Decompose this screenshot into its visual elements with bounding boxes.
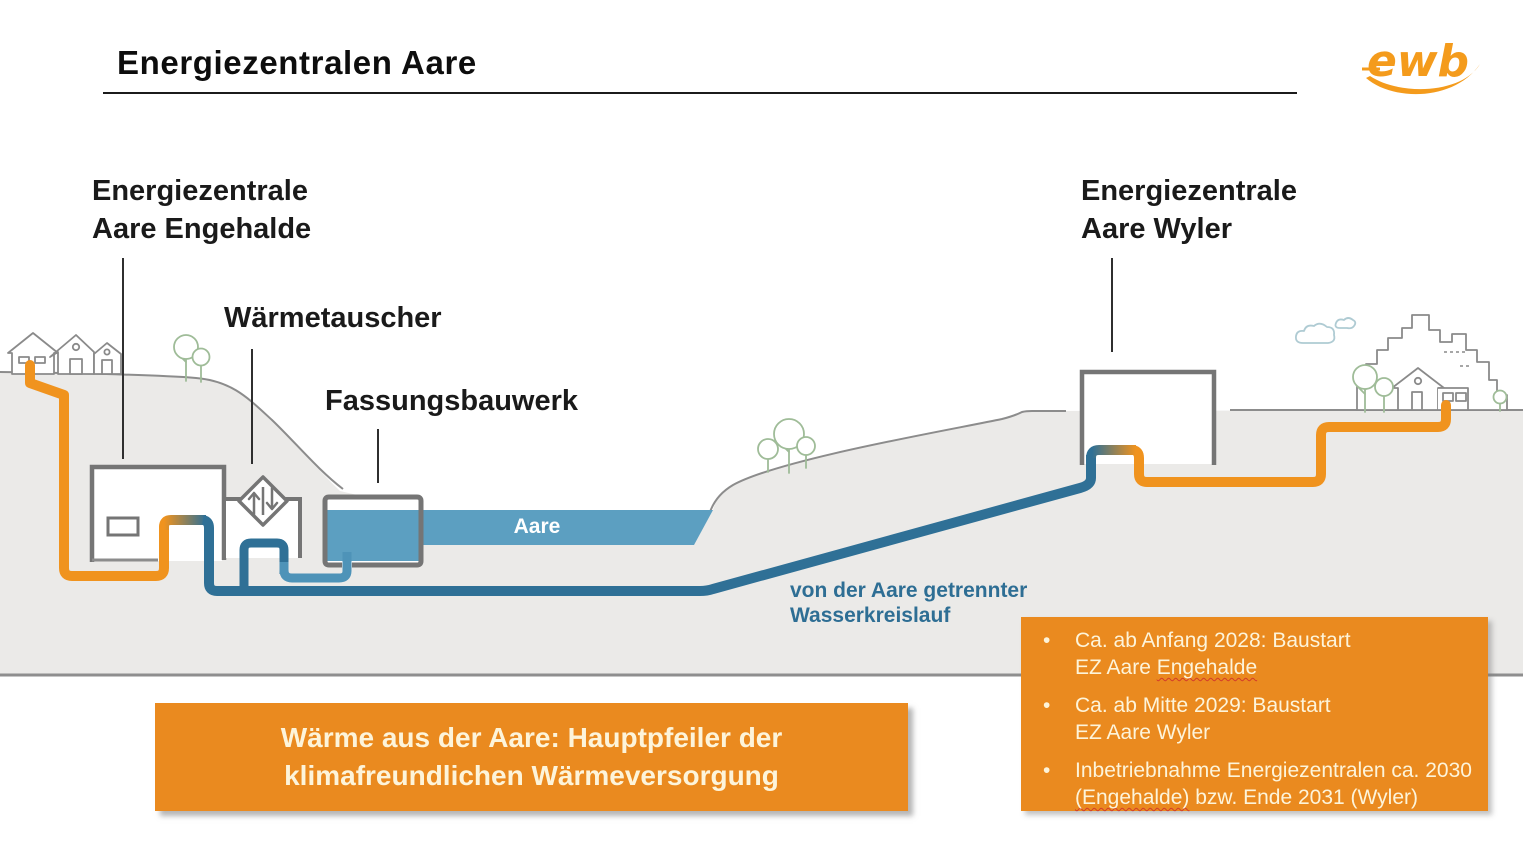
callout-line2: klimafreundlichen Wärmeversorgung bbox=[284, 760, 779, 791]
key-message-callout: Wärme aus der Aare: Hauptpfeiler der kli… bbox=[155, 703, 908, 811]
timeline-item: Ca. ab Anfang 2028: Baustart EZ Aare Eng… bbox=[1035, 627, 1476, 681]
arrow-down-icon bbox=[265, 486, 279, 511]
tree-icon bbox=[757, 418, 816, 474]
arrow-up-icon bbox=[247, 491, 261, 516]
misspelled-word: Engehalde bbox=[1156, 656, 1258, 679]
timeline-item-line1: Ca. ab Mitte 2029: Baustart bbox=[1075, 694, 1331, 717]
label-engehalde: Energiezentrale Aare Engehalde bbox=[92, 172, 311, 248]
label-waermetauscher: Wärmetauscher bbox=[224, 302, 442, 334]
timeline-item: Inbetriebnahme Energiezentralen ca. 2030… bbox=[1035, 757, 1476, 811]
timeline-list: Ca. ab Anfang 2028: Baustart EZ Aare Eng… bbox=[1035, 627, 1476, 811]
cloud-icon bbox=[1294, 317, 1357, 344]
cold-water-pipe bbox=[201, 445, 1136, 596]
ewb-logo-icon: ewb bbox=[1362, 36, 1480, 95]
label-engehalde-line2: Aare Engehalde bbox=[92, 213, 312, 245]
heat-exchanger-icon bbox=[237, 475, 289, 527]
label-engehalde-line1: Energiezentrale bbox=[92, 175, 308, 207]
misspelled-word: (Engehalde) bbox=[1075, 786, 1190, 809]
tree-icon bbox=[1352, 364, 1508, 413]
timeline-item: Ca. ab Mitte 2029: Baustart EZ Aare Wyle… bbox=[1035, 692, 1476, 746]
pointer-lines bbox=[122, 258, 1113, 483]
label-water-loop-line2: Wasserkreislauf bbox=[790, 604, 951, 627]
timeline-item-line2: (Engehalde) bzw. Ende 2031 (Wyler) bbox=[1075, 786, 1419, 809]
aare-river bbox=[422, 510, 713, 545]
label-wyler: Energiezentrale Aare Wyler bbox=[1081, 172, 1297, 248]
page-title: Energiezentralen Aare bbox=[117, 44, 477, 81]
city-skyline-icon bbox=[1356, 314, 1508, 411]
timeline-box: Ca. ab Anfang 2028: Baustart EZ Aare Eng… bbox=[1021, 617, 1488, 811]
tree-icon bbox=[173, 334, 211, 383]
heat-loop-pipe bbox=[239, 538, 352, 593]
label-river-aare: Aare bbox=[513, 515, 561, 538]
label-fassungsbauwerk: Fassungsbauwerk bbox=[325, 385, 579, 417]
timeline-item-line2: EZ Aare Engehalde bbox=[1075, 656, 1258, 679]
fassungsbauwerk-structure bbox=[322, 494, 424, 568]
logo-swoosh bbox=[1366, 64, 1480, 95]
house-icon bbox=[7, 332, 122, 375]
callout-line1: Wärme aus der Aare: Hauptpfeiler der bbox=[280, 722, 783, 753]
title-underline bbox=[103, 92, 1297, 94]
timeline-item-line1: Ca. ab Anfang 2028: Baustart bbox=[1075, 629, 1351, 652]
label-water-loop-line1: von der Aare getrennter bbox=[790, 579, 1028, 602]
label-water-loop: von der Aare getrennter Wasserkreislauf bbox=[790, 578, 1027, 628]
label-wyler-line2: Aare Wyler bbox=[1081, 213, 1232, 245]
logo-text: ewb bbox=[1367, 36, 1469, 87]
timeline-item-line1: Inbetriebnahme Energiezentralen ca. 2030 bbox=[1075, 759, 1472, 782]
timeline-item-line2: EZ Aare Wyler bbox=[1075, 721, 1211, 744]
warm-water-pipe bbox=[25, 360, 1451, 581]
label-wyler-line1: Energiezentrale bbox=[1081, 175, 1297, 207]
